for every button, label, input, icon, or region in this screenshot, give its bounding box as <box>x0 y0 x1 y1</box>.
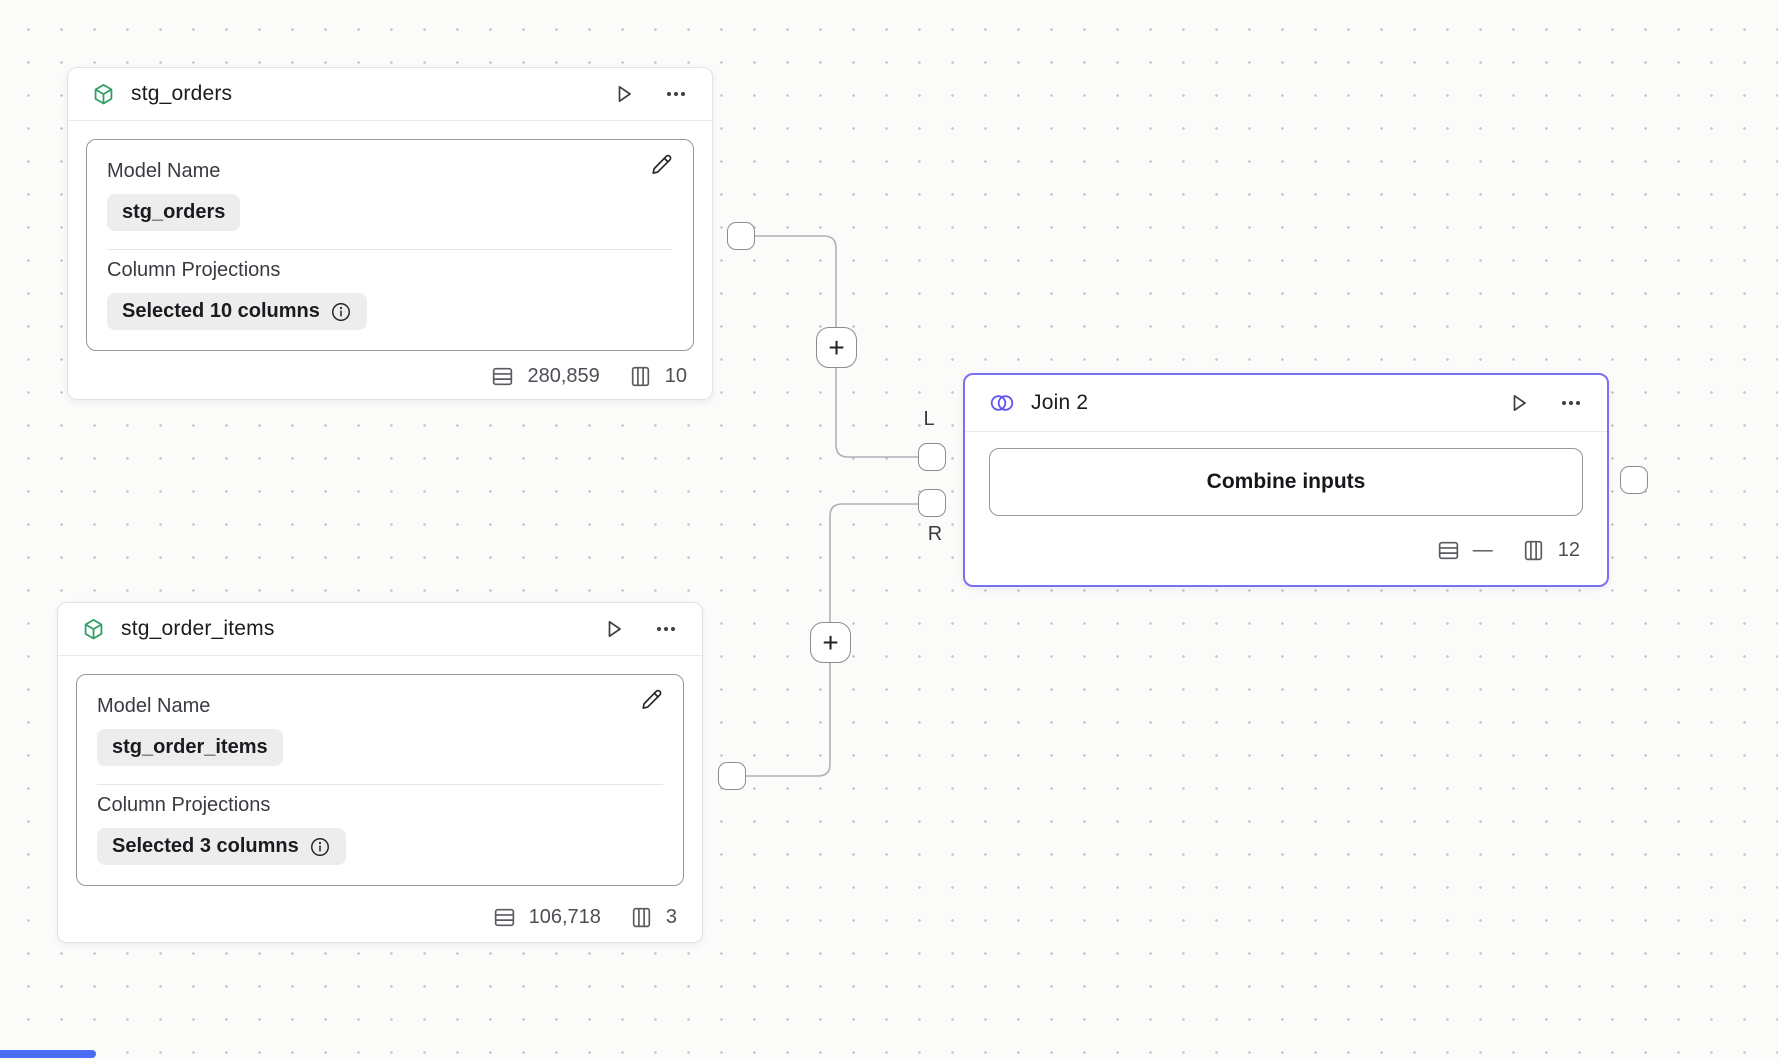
cube-icon <box>91 82 116 107</box>
node-body: Model Name stg_order_items Column Projec… <box>58 656 702 892</box>
column-count: 3 <box>665 905 677 928</box>
column-count: 12 <box>1557 539 1580 561</box>
model-name-label: Model Name <box>97 695 211 717</box>
model-name-badge[interactable]: stg_orders <box>107 194 241 231</box>
column-projections-label: Column Projections <box>97 794 271 816</box>
column-projections-badge[interactable]: Selected 3 columns <box>97 828 346 865</box>
node-header: Join 2 <box>965 375 1607 432</box>
card-divider <box>107 249 673 250</box>
output-port-stg-order-items[interactable] <box>718 762 746 790</box>
join-right-input-port[interactable] <box>918 489 946 517</box>
pencil-icon[interactable] <box>640 688 663 711</box>
header-actions <box>1507 391 1584 415</box>
node-body: Model Name stg_orders Column Projections <box>68 121 712 351</box>
rows-count-icon <box>492 905 517 930</box>
node-stg-order-items[interactable]: stg_order_items Model Na <box>57 602 703 943</box>
run-node-button[interactable] <box>1507 391 1531 415</box>
combine-inputs-button[interactable]: Combine inputs <box>989 448 1583 516</box>
node-header: stg_orders <box>68 68 712 121</box>
model-name-value: stg_order_items <box>112 736 268 758</box>
node-title: Join 2 <box>1031 391 1089 414</box>
node-stats-footer: 280,859 10 <box>68 351 712 401</box>
column-count: 10 <box>664 364 687 387</box>
model-name-value: stg_orders <box>122 201 226 223</box>
columns-count-icon <box>629 905 654 930</box>
card-divider <box>97 784 663 785</box>
left-input-label: L <box>923 408 935 430</box>
columns-count-icon <box>628 364 653 389</box>
row-count: 280,859 <box>527 364 600 387</box>
model-name-row: Model Name stg_orders <box>107 153 673 231</box>
horizontal-scrollbar-thumb[interactable] <box>0 1050 96 1058</box>
column-projections-value: Selected 3 columns <box>112 835 299 857</box>
node-title: stg_orders <box>131 82 233 105</box>
node-menu-button[interactable] <box>653 617 679 641</box>
header-actions <box>612 82 689 106</box>
node-header: stg_order_items <box>58 603 702 656</box>
header-actions <box>602 617 679 641</box>
rows-count-icon <box>490 364 515 389</box>
model-name-row: Model Name stg_order_items <box>97 688 663 766</box>
row-count: — <box>1472 539 1493 561</box>
column-projections-value: Selected 10 columns <box>122 300 320 322</box>
join-left-input-port[interactable] <box>918 443 946 471</box>
join-venn-icon <box>988 392 1016 414</box>
run-node-button[interactable] <box>602 617 626 641</box>
output-port-join[interactable] <box>1620 466 1648 494</box>
node-stats-footer: 106,718 3 <box>58 892 702 942</box>
output-port-stg-orders[interactable] <box>727 222 755 250</box>
node-stats-footer: — 12 <box>965 516 1607 585</box>
model-name-badge[interactable]: stg_order_items <box>97 729 283 766</box>
node-join-2[interactable]: Join 2 Combine inputs <box>963 373 1609 587</box>
rows-count-icon <box>1436 538 1461 563</box>
node-title: stg_order_items <box>121 617 275 640</box>
add-step-button-edge-right[interactable]: + <box>810 622 851 663</box>
info-icon[interactable] <box>330 301 352 323</box>
model-name-label: Model Name <box>107 160 221 182</box>
node-config-card: Model Name stg_order_items Column Projec… <box>76 674 684 886</box>
node-stg-orders[interactable]: stg_orders Model Name <box>67 67 713 400</box>
add-step-button-edge-left[interactable]: + <box>816 327 857 368</box>
node-config-card: Model Name stg_orders Column Projections <box>86 139 694 351</box>
column-projections-label: Column Projections <box>107 259 281 281</box>
row-count: 106,718 <box>528 905 601 928</box>
pencil-icon[interactable] <box>650 153 673 176</box>
right-input-label: R <box>927 523 943 545</box>
info-icon[interactable] <box>309 836 331 858</box>
column-projections-badge[interactable]: Selected 10 columns <box>107 293 367 330</box>
columns-count-icon <box>1521 538 1546 563</box>
node-menu-button[interactable] <box>1558 391 1584 415</box>
node-menu-button[interactable] <box>663 82 689 106</box>
cube-icon <box>81 617 106 642</box>
run-node-button[interactable] <box>612 82 636 106</box>
